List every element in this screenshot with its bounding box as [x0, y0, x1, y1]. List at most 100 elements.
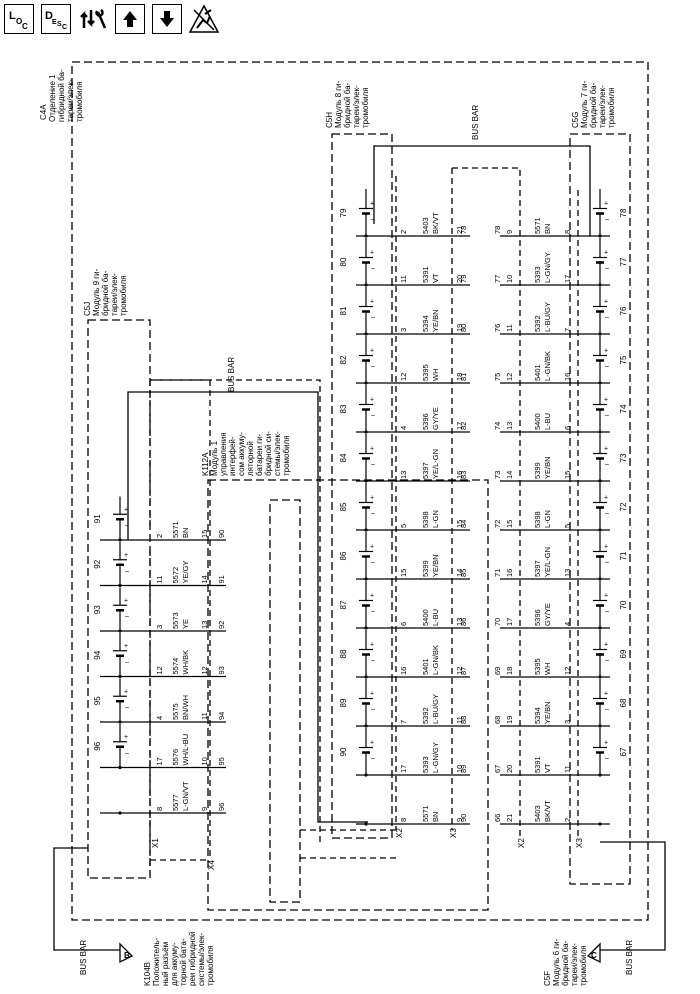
cell-minus-sign: – [605, 756, 609, 763]
bus-bar-label: BUS BAR [227, 357, 236, 392]
k112a-module-box [207, 479, 489, 911]
cell-number-label: 96 [93, 741, 102, 750]
cell-plus-sign: + [124, 734, 128, 741]
circuit-reference: 67 [493, 765, 502, 773]
svg-text:O: O [16, 17, 22, 26]
circuit-reference: 90 [217, 530, 226, 538]
circuit-number: 5398 [533, 511, 542, 528]
connector-pin-number: 4 [563, 622, 572, 626]
k104b-desc-line: торной батa- [179, 938, 188, 986]
wire-color-code: VT [543, 763, 552, 773]
location-button[interactable]: L O C [4, 4, 34, 34]
wire-color-code: L-GN/VT [181, 781, 190, 811]
cell-minus-sign: – [371, 413, 375, 420]
circuit-number: 5577 [171, 794, 180, 811]
cell-plus-sign: + [370, 593, 374, 600]
cell-plus-sign: + [604, 495, 608, 502]
circuit-reference: 95 [217, 757, 226, 765]
cell-number-label: 94 [93, 650, 102, 659]
k112a-desc-line: батареи ги- [255, 433, 264, 476]
k112a-label: K112A [201, 452, 210, 476]
circuit-number: 5574 [171, 658, 180, 675]
connector-pin-number: 13 [200, 621, 209, 629]
wire-color-code: YE/BN [431, 554, 440, 577]
circuit-number: 5400 [421, 609, 430, 626]
connector-pin-number: 11 [155, 576, 164, 584]
cell-number-label: 68 [619, 698, 628, 707]
c4a-desc-line: гибридной ба- [57, 69, 66, 122]
cell-minus-sign: – [371, 511, 375, 518]
wire-junction-dot [118, 538, 122, 542]
connector-pin-number: 3 [399, 328, 408, 332]
cell-number-label: 67 [619, 747, 628, 756]
wire-color-code: BN/WH [181, 695, 190, 720]
circuit-number: 5401 [421, 658, 430, 675]
wire-junction-dot [364, 430, 368, 434]
wire-junction-dot [364, 822, 368, 826]
c5j-label: C5J [83, 302, 92, 316]
wire-junction-dot [118, 629, 122, 633]
connector-pin-number: 2 [155, 534, 164, 538]
wire-color-code: WH/L-BU [181, 734, 190, 766]
cell-plus-sign: + [604, 299, 608, 306]
esd-button[interactable] [189, 4, 219, 34]
k104b-desc-line: тромобиля [206, 945, 215, 986]
c5j-desc-line: Модуль 9 ги- [92, 268, 101, 316]
cell-minus-sign: – [371, 364, 375, 371]
connector-pin-number: 15 [563, 471, 572, 479]
wire-junction-dot [364, 577, 368, 581]
cell-number-label: 80 [339, 257, 348, 266]
wire-color-code: L-GN/GY [543, 252, 552, 283]
connector-pin-number: 17 [455, 422, 464, 430]
circuit-reference: 85 [459, 569, 468, 577]
cell-minus-sign: – [125, 613, 129, 620]
circuit-reference: 87 [459, 667, 468, 675]
cell-plus-sign: + [604, 642, 608, 649]
wire-junction-dot [364, 675, 368, 679]
k104b-label: K104B [143, 962, 152, 986]
wire-color-code: L-BU/GY [431, 694, 440, 724]
circuit-reference: 84 [459, 520, 468, 528]
c5g-desc-line: тромобиля [607, 87, 616, 128]
circuit-number: 5395 [533, 658, 542, 675]
cell-number-label: 87 [339, 600, 348, 609]
wire-color-code: WH [431, 369, 440, 382]
cell-number-label: 70 [619, 600, 628, 609]
connector-pin-number: 11 [455, 716, 464, 724]
cell-plus-sign: + [604, 250, 608, 257]
connector-pin-number: 13 [455, 618, 464, 626]
wire-junction-dot [598, 577, 602, 581]
description-button[interactable]: D E S C [41, 4, 71, 34]
svg-text:C: C [62, 24, 67, 31]
wire-junction-dot [598, 479, 602, 483]
circuit-number: 5398 [421, 511, 430, 528]
page-down-button[interactable] [152, 4, 182, 34]
cell-number-label: 85 [339, 502, 348, 511]
circuit-reference: 78 [493, 226, 502, 234]
connector-pin-number: 9 [200, 807, 209, 811]
connector-pin-number: 14 [200, 575, 209, 583]
page-up-button[interactable] [115, 4, 145, 34]
wire-color-code: BN [181, 528, 190, 538]
cell-minus-sign: – [605, 658, 609, 665]
circuit-reference: 94 [217, 712, 226, 720]
cell-number-label: 83 [339, 404, 348, 413]
circuit-number: 5395 [421, 364, 430, 381]
wire-junction-dot [118, 811, 122, 815]
connector-pin-number: 19 [455, 324, 464, 332]
connector-pin-number: 12 [155, 666, 164, 674]
bus-bar-label: BUS BAR [471, 105, 480, 140]
wire-junction-dot [598, 773, 602, 777]
k112a-inner-harness [269, 499, 301, 903]
wire-color-code: L-GN [543, 510, 552, 528]
cell-minus-sign: – [371, 707, 375, 714]
wire-color-code: WH/BK [181, 650, 190, 675]
wire-junction-dot [598, 283, 602, 287]
cell-plus-sign: + [370, 348, 374, 355]
circuit-number: 5403 [533, 805, 542, 822]
circuit-reference: 96 [217, 803, 226, 811]
circuit-reference: 71 [493, 569, 502, 577]
circuit-number: 5401 [533, 364, 542, 381]
connector-view-button[interactable] [78, 4, 108, 34]
